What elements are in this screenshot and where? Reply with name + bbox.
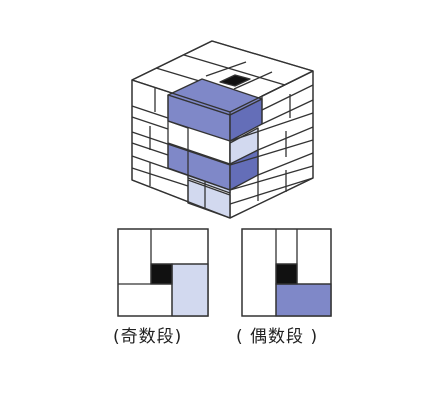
blue-brick (275, 283, 332, 317)
odd-layer-diagram (117, 228, 209, 317)
brick-cube (131, 40, 314, 219)
even-layer-diagram (241, 228, 332, 317)
light-blue-brick (171, 263, 209, 317)
even-layer-caption: ( 偶数段 ) (236, 327, 319, 347)
left-face-lines (131, 88, 231, 208)
top-black-square (219, 74, 251, 87)
right-face-lines (229, 70, 314, 205)
black-center-square (150, 263, 173, 285)
odd-layer-caption: (奇数段) (113, 327, 183, 347)
black-center-square (275, 263, 298, 285)
